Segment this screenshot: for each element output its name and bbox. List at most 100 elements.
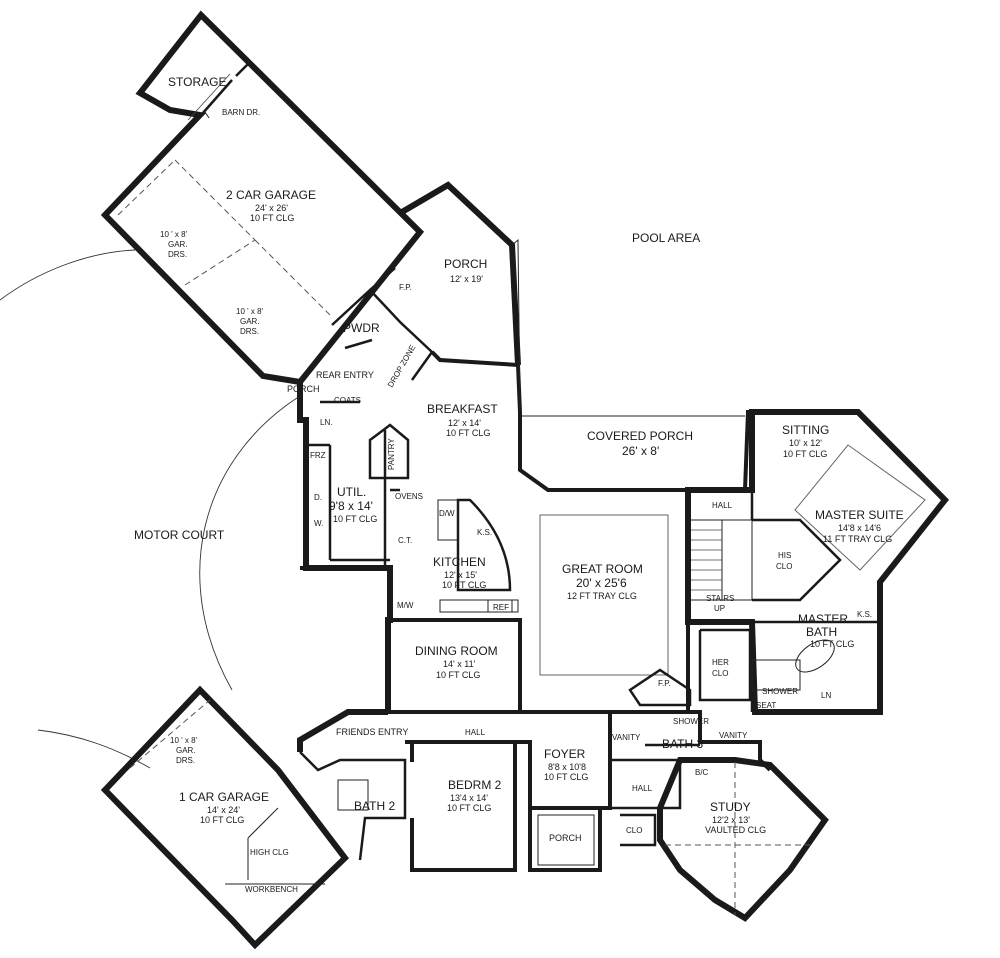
washer-label: W. xyxy=(314,519,323,528)
her-closet-label-2: CLO xyxy=(712,669,728,678)
study-closet-label: CLO xyxy=(626,826,642,835)
cooktop-label: C.T. xyxy=(398,536,412,545)
study-dims: 12'2 x 13' xyxy=(712,815,750,825)
sitting-label: SITTING xyxy=(782,423,829,437)
sitting-dims: 10' x 12' xyxy=(789,438,822,448)
util-clg: 10 FT CLG xyxy=(333,514,377,524)
porch-small-label: PORCH xyxy=(287,384,320,394)
bedroom2-dims: 13'4 x 14' xyxy=(450,793,488,803)
pantry-label: PANTRY xyxy=(387,438,396,470)
linen-util-label: LN. xyxy=(320,418,332,427)
his-closet-label-2: CLO xyxy=(776,562,792,571)
one-car-garage-dims: 14' x 24' xyxy=(207,805,240,815)
garage-door-c-l1: 10 ' x 8' xyxy=(170,736,198,745)
workbench-label: WORKBENCH xyxy=(245,885,298,894)
her-closet-label-1: HER xyxy=(712,658,729,667)
bookcase-label: B/C xyxy=(695,768,709,777)
master-suite-clg: 11 FT TRAY CLG xyxy=(823,534,892,544)
dining-room-clg: 10 FT CLG xyxy=(436,670,480,680)
pool-area-label: POOL AREA xyxy=(632,231,700,245)
porch-rear-dims: 12' x 19' xyxy=(450,274,483,284)
great-room-fireplace-label: F.P. xyxy=(658,679,671,688)
microwave-label: M/W xyxy=(397,601,414,610)
coats-label: COATS xyxy=(334,396,361,405)
garage-door-c-l2: GAR. xyxy=(176,746,196,755)
bath3-shower-label: SHOWER xyxy=(673,717,709,726)
study-clg: VAULTED CLG xyxy=(705,825,766,835)
covered-porch-dims: 26' x 8' xyxy=(622,444,659,458)
bedroom2-clg: 10 FT CLG xyxy=(447,803,491,813)
one-car-garage-clg: 10 FT CLG xyxy=(200,815,244,825)
garage-door-a-l3: DRS. xyxy=(168,250,187,259)
garage-door-a-l2: GAR. xyxy=(168,240,188,249)
main-house-walls xyxy=(297,181,950,715)
two-car-garage-block xyxy=(100,10,425,386)
master-kitchen-sink-label: K.S. xyxy=(857,610,872,619)
kitchen-sink-label: K.S. xyxy=(477,528,492,537)
hall-bed-label: HALL xyxy=(465,728,486,737)
friends-entry-label: FRIENDS ENTRY xyxy=(336,727,408,737)
kitchen-label: KITCHEN xyxy=(433,555,486,569)
motor-court-label: MOTOR COURT xyxy=(134,528,225,542)
master-tub xyxy=(795,639,835,673)
garage-door-b-l2: GAR. xyxy=(240,317,260,326)
vanity-a-label: VANITY xyxy=(612,733,641,742)
master-suite-label: MASTER SUITE xyxy=(815,508,904,522)
util-dims: 9'8 x 14' xyxy=(329,499,373,513)
kitchen-dims: 12' x 15' xyxy=(444,570,477,580)
hall-stairs-label: HALL xyxy=(712,501,733,510)
great-room-tray xyxy=(539,514,669,676)
driveway-arc-bottom xyxy=(37,729,151,769)
dining-room-label: DINING ROOM xyxy=(415,644,498,658)
foyer-clg: 10 FT CLG xyxy=(544,772,588,782)
util-label: UTIL. xyxy=(337,485,366,499)
dryer-label: D. xyxy=(314,493,322,502)
bath2-label: BATH 2 xyxy=(354,799,395,813)
great-room-dims: 20' x 25'6 xyxy=(576,576,627,590)
refrigerator-label: REF xyxy=(493,603,509,612)
study-label: STUDY xyxy=(710,800,751,814)
kitchen-island xyxy=(456,498,512,592)
powder-label: PWDR xyxy=(343,321,380,335)
foyer-dims: 8'8 x 10'8 xyxy=(548,762,586,772)
great-room-clg: 12 FT TRAY CLG xyxy=(567,591,637,601)
porch-rear-label: PORCH xyxy=(444,257,487,271)
master-bath-label-1: MASTER xyxy=(798,612,848,626)
master-shower-label: SHOWER xyxy=(762,687,798,696)
garage-door-b-l1: 10 ' x 8' xyxy=(236,307,264,316)
garage-door-a-l1: 10 ' x 8' xyxy=(160,230,188,239)
two-car-garage-label: 2 CAR GARAGE xyxy=(226,188,316,202)
master-tray xyxy=(794,444,926,571)
stairs-label-1: STAIRS xyxy=(706,594,734,603)
garage-door-b-l3: DRS. xyxy=(240,327,259,336)
master-linen-label: LN xyxy=(821,691,831,700)
hall-study-label: HALL xyxy=(632,784,653,793)
stairs-treads xyxy=(689,519,753,601)
master-bath-clg: 10 FT CLG xyxy=(810,639,854,649)
one-car-garage-block xyxy=(100,685,350,950)
foyer-label: FOYER xyxy=(544,747,586,761)
covered-porch-label: COVERED PORCH xyxy=(587,429,693,443)
bedroom2-label: BEDRM 2 xyxy=(448,778,502,792)
one-car-garage-label: 1 CAR GARAGE xyxy=(179,790,269,804)
his-closet-label-1: HIS xyxy=(778,551,791,560)
kitchen-clg: 10 FT CLG xyxy=(442,580,486,590)
porch-fireplace-label: F.P. xyxy=(399,283,412,292)
vanity-b-label: VANITY xyxy=(719,731,748,740)
bath3-label: BATH 3 xyxy=(662,737,703,751)
rear-entry-label: REAR ENTRY xyxy=(316,370,374,380)
high-clg-label: HIGH CLG xyxy=(250,848,289,857)
stairs-label-2: UP xyxy=(714,604,725,613)
barn-door-label: BARN DR. xyxy=(222,108,260,117)
storage-label: STORAGE xyxy=(168,75,226,89)
breakfast-dims: 12' x 14' xyxy=(448,418,481,428)
south-wing-walls xyxy=(297,709,829,922)
dining-room-dims: 14' x 11' xyxy=(443,659,476,669)
front-porch-label: PORCH xyxy=(549,833,582,843)
master-bath-label-2: BATH xyxy=(806,625,837,639)
drop-zone-label: DROP ZONE xyxy=(386,343,418,389)
two-car-garage-clg: 10 FT CLG xyxy=(250,213,294,223)
seat-label: SEAT xyxy=(756,701,776,710)
two-car-garage-dims: 24' x 26' xyxy=(255,203,288,213)
